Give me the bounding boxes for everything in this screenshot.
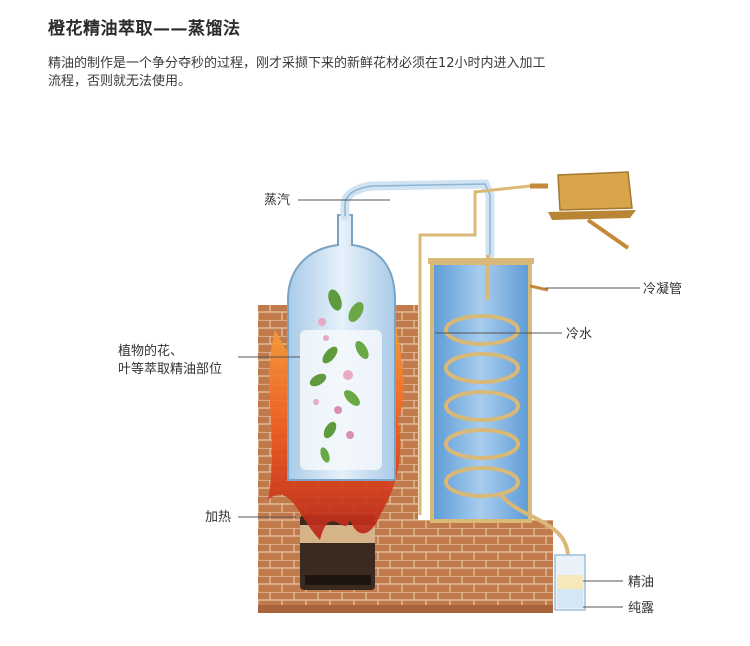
label-cold-water: 冷水 xyxy=(566,327,592,342)
steam-pipe xyxy=(340,179,495,260)
page-title: 橙花精油萃取——蒸馏法 xyxy=(48,19,241,39)
water-reservoir xyxy=(548,171,636,250)
label-condenser: 冷凝管 xyxy=(643,281,682,297)
label-flowers-line-2: 叶等萃取精油部位 xyxy=(118,361,222,377)
condenser-coil xyxy=(444,255,571,561)
distillation-flask xyxy=(287,214,396,481)
leader-lines xyxy=(238,199,640,608)
page-description: 精油的制作是一个争分夺秒的过程，刚才采撷下来的新鲜花材必须在12小时内进入加工 … xyxy=(48,55,608,91)
cold-water-pipe xyxy=(418,183,549,515)
description-line-2: 流程，否则就无法使用。 xyxy=(48,74,192,89)
collection-vessel xyxy=(554,554,586,611)
label-essential-oil: 精油 xyxy=(628,575,654,590)
label-heating: 加热 xyxy=(205,510,231,525)
label-steam: 蒸汽 xyxy=(264,193,290,208)
description-line-1: 精油的制作是一个争分夺秒的过程，刚才采撷下来的新鲜花材必须在12小时内进入加工 xyxy=(48,56,546,71)
plant-material xyxy=(309,289,369,463)
label-flowers-line-1: 植物的花、 xyxy=(118,343,183,359)
label-hydrosol: 纯露 xyxy=(628,601,654,616)
